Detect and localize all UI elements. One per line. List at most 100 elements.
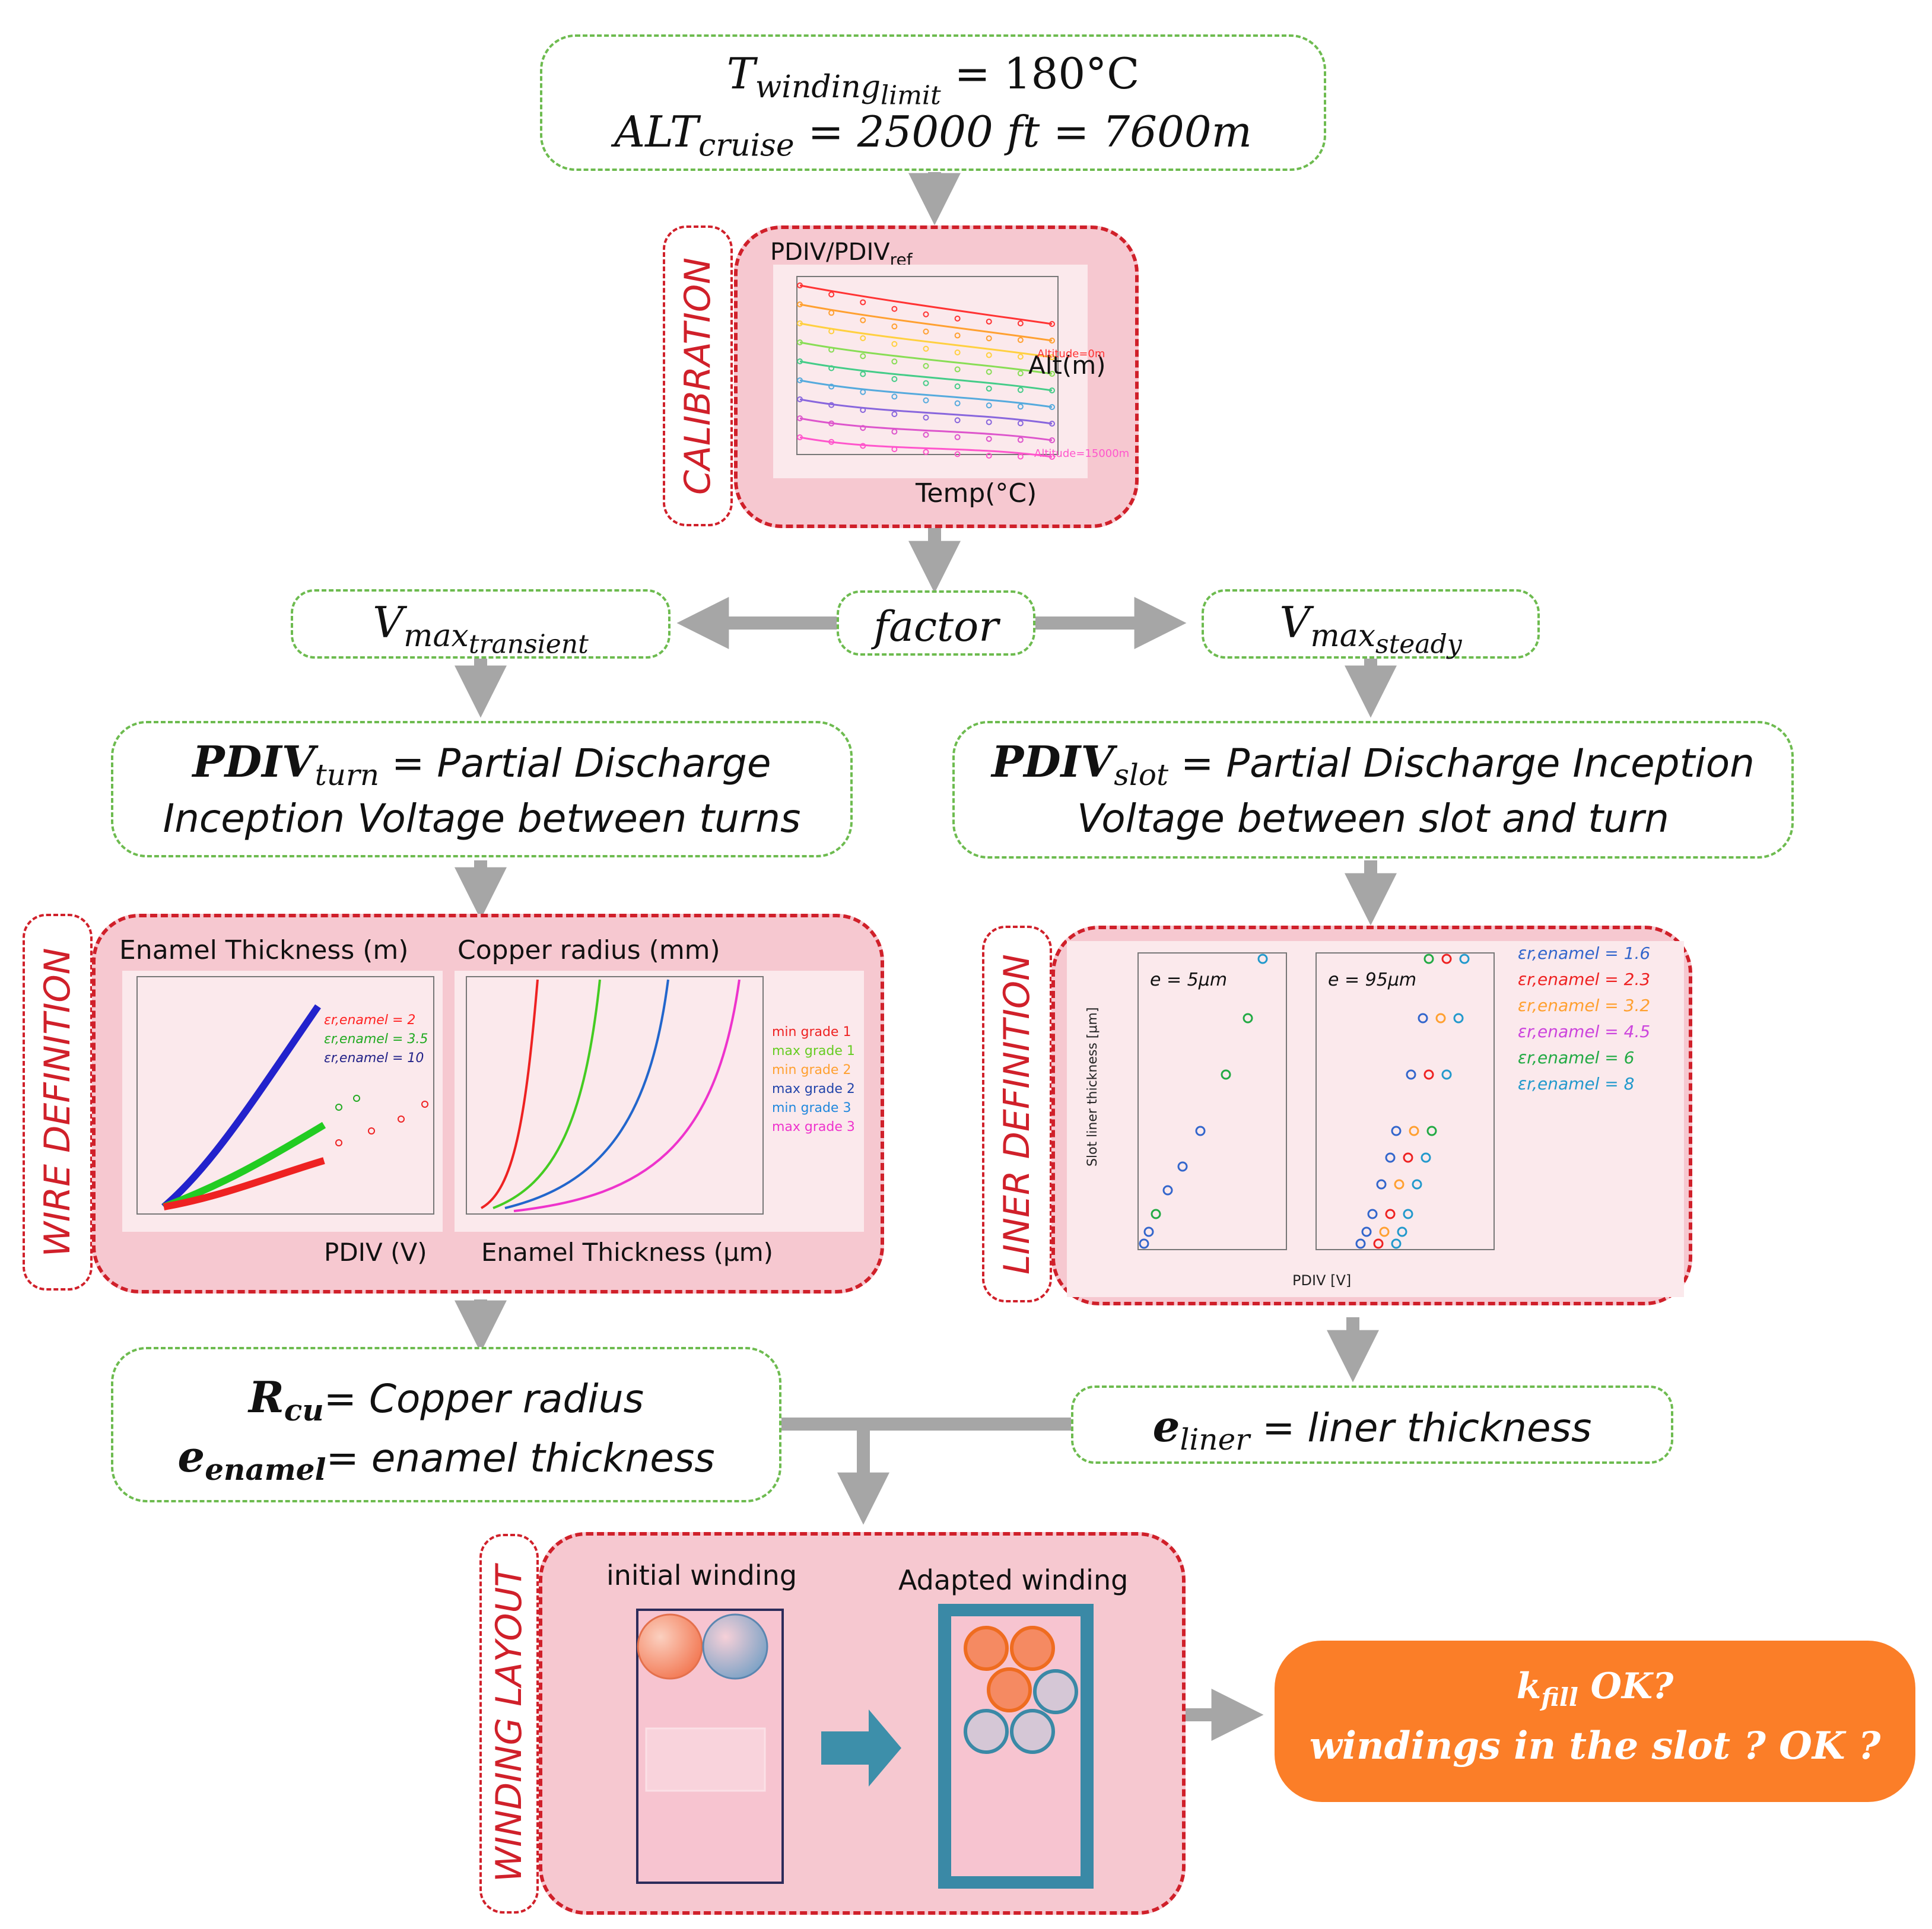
liner-chart: e = 5μm e = 95μm Slot liner thickness [μ… (1067, 941, 1684, 1297)
adapted-winding-label: Adapted winding (898, 1564, 1129, 1596)
legend-entry: max grade 2 (772, 1082, 855, 1097)
calibration-point (828, 438, 835, 445)
calibration-point (828, 402, 835, 408)
calibration-point (797, 320, 803, 326)
liner-definition-tag-label: LINER DEFINITION (996, 954, 1038, 1275)
calibration-xlabel: Temp(°C) (916, 478, 1037, 509)
calibration-point (860, 443, 866, 449)
calibration-point (1017, 320, 1024, 326)
calibration-point (1017, 403, 1024, 410)
calibration-series-line (799, 379, 1053, 408)
calibration-point (1049, 437, 1055, 443)
calibration-point (1017, 337, 1024, 344)
calibration-point (1049, 387, 1055, 393)
calibration-tag: CALIBRATION (663, 225, 733, 526)
wire-definition-box: Enamel Thickness (m) Copper radius (mm) … (92, 914, 884, 1294)
eliner-box: eliner = liner thickness (1071, 1385, 1673, 1464)
calibration-point (986, 402, 992, 409)
calibration-point (986, 335, 992, 342)
legend-entry: min grade 3 (772, 1101, 851, 1116)
factor-box: factor (837, 590, 1035, 656)
winding-layout-tag-label: WINDING LAYOUT (488, 1565, 530, 1883)
calibration-point (954, 400, 961, 406)
calibration-point (797, 377, 803, 383)
calibration-point (986, 318, 992, 325)
vmax-steady-label: Vmaxsteady (1279, 598, 1462, 660)
legend-entry: εr,enamel = 10 (324, 1051, 424, 1066)
eliner-label: eliner = liner thickness (1152, 1401, 1592, 1457)
wire-right-title: Copper radius (mm) (457, 935, 720, 965)
calibration-point (828, 365, 835, 371)
calibration-point (891, 376, 898, 382)
rcu-line1: Rcu= Copper radius (249, 1372, 644, 1428)
liner-panel1-label: e = 5μm (1150, 970, 1227, 990)
winding-illustration (636, 1604, 1094, 1889)
calibration-tag-label: CALIBRATION (677, 257, 719, 495)
calibration-point (1017, 437, 1024, 443)
calibration-point (1049, 354, 1055, 360)
calibration-point (1017, 453, 1024, 460)
calibration-point (797, 396, 803, 402)
calibration-point (891, 393, 898, 400)
liner-ylabel: Slot liner thickness [μm] (1085, 1008, 1100, 1167)
calibration-point (797, 434, 803, 440)
vmax-steady-box: Vmaxsteady (1202, 589, 1540, 660)
legend-entry: εr,enamel = 3.2 (1518, 996, 1650, 1015)
legend-entry: max grade 3 (772, 1120, 855, 1134)
calibration-series-line (799, 436, 1053, 458)
calibration-point (923, 328, 929, 335)
calibration-point (891, 358, 898, 365)
calibration-point (923, 311, 929, 317)
pdiv-slot-line1: PDIVslot = Partial Discharge Inception (992, 736, 1755, 793)
legend-entry: εr,enamel = 1.6 (1518, 943, 1650, 963)
calibration-point (1049, 404, 1055, 410)
calibration-point (923, 363, 929, 369)
calibration-point (860, 425, 866, 431)
calibration-point (986, 368, 992, 375)
calibration-point (797, 358, 803, 364)
calibration-altitude-bottom: Altitude=15000m (1034, 447, 1130, 460)
calibration-point (986, 352, 992, 358)
result-box: kfill OK? windings in the slot ? OK ? (1275, 1641, 1915, 1802)
initial-winding-label: initial winding (606, 1559, 797, 1591)
calibration-point (860, 317, 866, 323)
calibration-point (860, 335, 866, 341)
enamel-thickness-chart: εr,enamel = 2εr,enamel = 3.5εr,enamel = … (122, 971, 443, 1232)
calibration-point (860, 353, 866, 360)
calibration-point (828, 291, 835, 298)
calibration-point (891, 428, 898, 435)
calibration-point (860, 371, 866, 377)
calibration-point (891, 446, 898, 453)
calibration-point (1017, 354, 1024, 360)
legend-entry: εr,enamel = 6 (1518, 1048, 1634, 1067)
calibration-box: PDIV/PDIVref Alt(m) Altitude=0m Altitude… (734, 225, 1139, 528)
wire-definition-tag-label: WIRE DEFINITION (37, 947, 78, 1257)
winding-layout-tag: WINDING LAYOUT (479, 1534, 539, 1914)
legend-entry: min grade 2 (772, 1063, 851, 1078)
winding-layout-box: initial winding Adapted winding (539, 1532, 1186, 1915)
calibration-altitude-top: Altitude=0m (1037, 348, 1105, 360)
liner-definition-box: e = 5μm e = 95μm Slot liner thickness [μ… (1051, 926, 1692, 1305)
calibration-point (954, 417, 961, 424)
calibration-point (828, 383, 835, 390)
pdiv-slot-box: PDIVslot = Partial Discharge Inception V… (952, 721, 1794, 859)
calibration-point (954, 332, 961, 339)
calibration-point (891, 323, 898, 330)
calibration-point (954, 349, 961, 355)
calibration-point (891, 306, 898, 312)
legend-entry: max grade 1 (772, 1044, 855, 1059)
calibration-point (986, 419, 992, 425)
calibration-point (891, 411, 898, 417)
calibration-point (891, 341, 898, 347)
calibration-point (1049, 338, 1055, 344)
calibration-series-line (799, 303, 1053, 342)
calibration-point (797, 415, 803, 421)
calibration-point (1049, 321, 1055, 327)
calibration-ylabel: PDIV/PDIVref (770, 239, 913, 269)
wire-left-xlabel: PDIV (V) (324, 1238, 427, 1267)
top-conditions-box: Twindinglimit = 180°C ALTcruise = 25000 … (540, 34, 1326, 171)
legend-entry: εr,enamel = 4.5 (1518, 1022, 1650, 1041)
